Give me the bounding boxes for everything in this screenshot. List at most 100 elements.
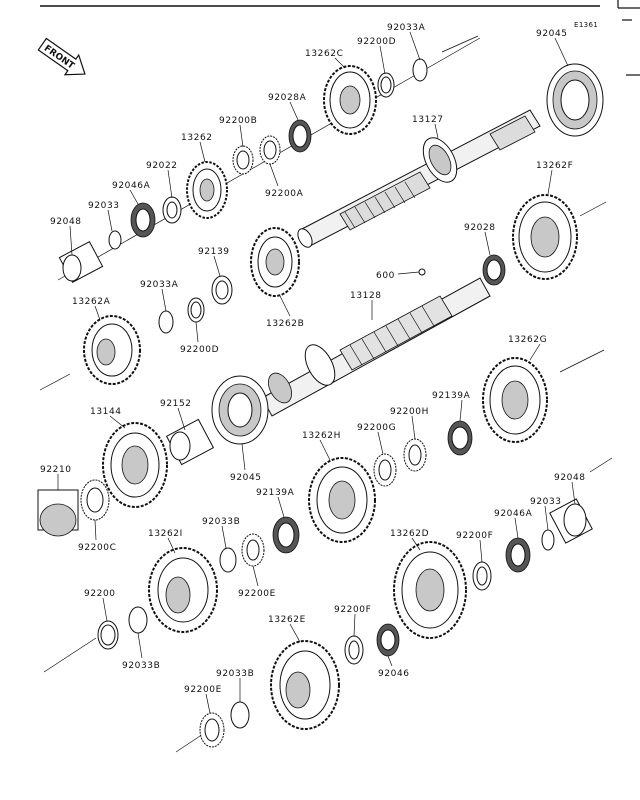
washer-92200 bbox=[97, 620, 119, 650]
label-92200e-bot: 92200E bbox=[184, 685, 222, 695]
washer-92200f-mid bbox=[472, 561, 492, 591]
label-92033b-bot: 92033B bbox=[216, 669, 254, 679]
washer-92200d-mid bbox=[187, 297, 205, 323]
label-92033a-mid: 92033A bbox=[140, 280, 179, 290]
needle-bearing-92046a-low bbox=[505, 537, 531, 573]
label-13262c: 13262C bbox=[305, 49, 344, 59]
label-92200a: 92200A bbox=[265, 189, 304, 199]
label-92033-top: 92033 bbox=[88, 201, 120, 211]
label-92048-top: 92048 bbox=[50, 217, 82, 227]
label-92033b-low: 92033B bbox=[122, 661, 160, 671]
circlip-92033a-top bbox=[412, 58, 428, 82]
label-13262a: 13262A bbox=[72, 297, 111, 307]
label-13262i: 13262I bbox=[148, 529, 183, 539]
label-92200d-mid: 92200D bbox=[180, 345, 219, 355]
washer-92200e-bot bbox=[199, 712, 225, 748]
collar-92152 bbox=[165, 418, 215, 466]
label-13262: 13262 bbox=[181, 133, 213, 143]
label-92033b-mid: 92033B bbox=[202, 517, 240, 527]
gear-13262f bbox=[512, 194, 578, 280]
shaft-13127 bbox=[297, 109, 541, 248]
gear-13144 bbox=[102, 422, 168, 508]
label-92046a-low: 92046A bbox=[494, 509, 533, 519]
label-92152: 92152 bbox=[160, 399, 192, 409]
label-13262g: 13262G bbox=[508, 335, 547, 345]
gear-13262 bbox=[186, 161, 228, 219]
bearing-92045-mid bbox=[211, 375, 269, 445]
gear-13262e bbox=[270, 640, 340, 730]
circlip-92033b-mid bbox=[219, 547, 237, 573]
part-600-dot bbox=[418, 268, 426, 276]
label-92200d-top: 92200D bbox=[357, 37, 396, 47]
label-13144: 13144 bbox=[90, 407, 122, 417]
label-92028a: 92028A bbox=[268, 93, 307, 103]
washer-92200c bbox=[80, 479, 110, 521]
diagram-code: E1361 bbox=[574, 21, 598, 29]
circlip-92033b-low bbox=[128, 606, 148, 634]
label-92045-mid: 92045 bbox=[230, 473, 262, 483]
label-13262d: 13262D bbox=[390, 529, 429, 539]
label-92033-mid: 92033 bbox=[530, 497, 562, 507]
needle-bearing-92046 bbox=[376, 623, 400, 657]
bushing-92139 bbox=[211, 275, 233, 305]
label-92022: 92022 bbox=[146, 161, 178, 171]
label-92139a-low: 92139A bbox=[256, 488, 295, 498]
front-arrow-icon: FRONT bbox=[37, 37, 86, 76]
label-13262h: 13262H bbox=[302, 431, 341, 441]
gear-13262b bbox=[250, 227, 300, 297]
needle-bearing-92139a-mid bbox=[447, 420, 473, 456]
washer-92200g bbox=[373, 453, 397, 487]
circlip-92033-top bbox=[108, 230, 122, 250]
needle-bearing-92139a-low bbox=[272, 516, 300, 554]
gear-13262d bbox=[393, 541, 467, 639]
hub-92210 bbox=[37, 489, 79, 537]
gear-13262h bbox=[308, 457, 376, 543]
label-92200c: 92200C bbox=[78, 543, 117, 553]
ring-92200d-top bbox=[377, 72, 395, 98]
label-92200g: 92200G bbox=[357, 423, 396, 433]
leader-lines bbox=[57, 31, 576, 714]
collar-92048-mid bbox=[549, 498, 593, 544]
gear-13262i bbox=[148, 547, 218, 633]
needle-bearing-92028a bbox=[288, 119, 312, 153]
label-92200h: 92200H bbox=[390, 407, 429, 417]
washer-92200b bbox=[232, 145, 254, 175]
label-92200: 92200 bbox=[84, 589, 116, 599]
label-92048-mid: 92048 bbox=[554, 473, 586, 483]
label-92139a-mid: 92139A bbox=[432, 391, 471, 401]
washer-92200h bbox=[403, 438, 427, 472]
label-92200e-mid: 92200E bbox=[238, 589, 276, 599]
bearing-92045-top bbox=[546, 63, 604, 137]
label-13127: 13127 bbox=[412, 115, 444, 125]
circlip-92033-mid bbox=[541, 529, 555, 551]
gear-13262g bbox=[482, 357, 548, 443]
label-92033a-top: 92033A bbox=[387, 23, 426, 33]
label-13128: 13128 bbox=[350, 291, 382, 301]
circlip-92033a-mid bbox=[158, 310, 174, 334]
label-92028: 92028 bbox=[464, 223, 496, 233]
label-92139: 92139 bbox=[198, 247, 230, 257]
label-92200f-mid: 92200F bbox=[456, 531, 493, 541]
gear-13262c bbox=[323, 65, 377, 135]
label-92210: 92210 bbox=[40, 465, 72, 475]
washer-92200e-mid bbox=[241, 533, 265, 567]
label-600: 600 bbox=[376, 271, 395, 281]
label-92200b: 92200B bbox=[219, 116, 257, 126]
label-92046a-top: 92046A bbox=[112, 181, 151, 191]
page-frame bbox=[40, 0, 640, 76]
label-92200f-low: 92200F bbox=[334, 605, 371, 615]
washer-92200a bbox=[259, 135, 281, 165]
label-92045-top: 92045 bbox=[536, 29, 568, 39]
label-13262e: 13262E bbox=[268, 615, 306, 625]
washer-92200f-low bbox=[344, 635, 364, 665]
shaft-13128 bbox=[261, 268, 491, 417]
needle-bearing-92028 bbox=[482, 254, 506, 286]
needle-bearing-92046a-top bbox=[130, 202, 156, 238]
label-13262f: 13262F bbox=[536, 161, 573, 171]
circlip-92033b-bot bbox=[230, 701, 250, 729]
washer-92022 bbox=[162, 196, 182, 224]
gear-13262a bbox=[83, 315, 141, 385]
collar-92048-top bbox=[58, 240, 104, 284]
label-92046: 92046 bbox=[378, 669, 410, 679]
